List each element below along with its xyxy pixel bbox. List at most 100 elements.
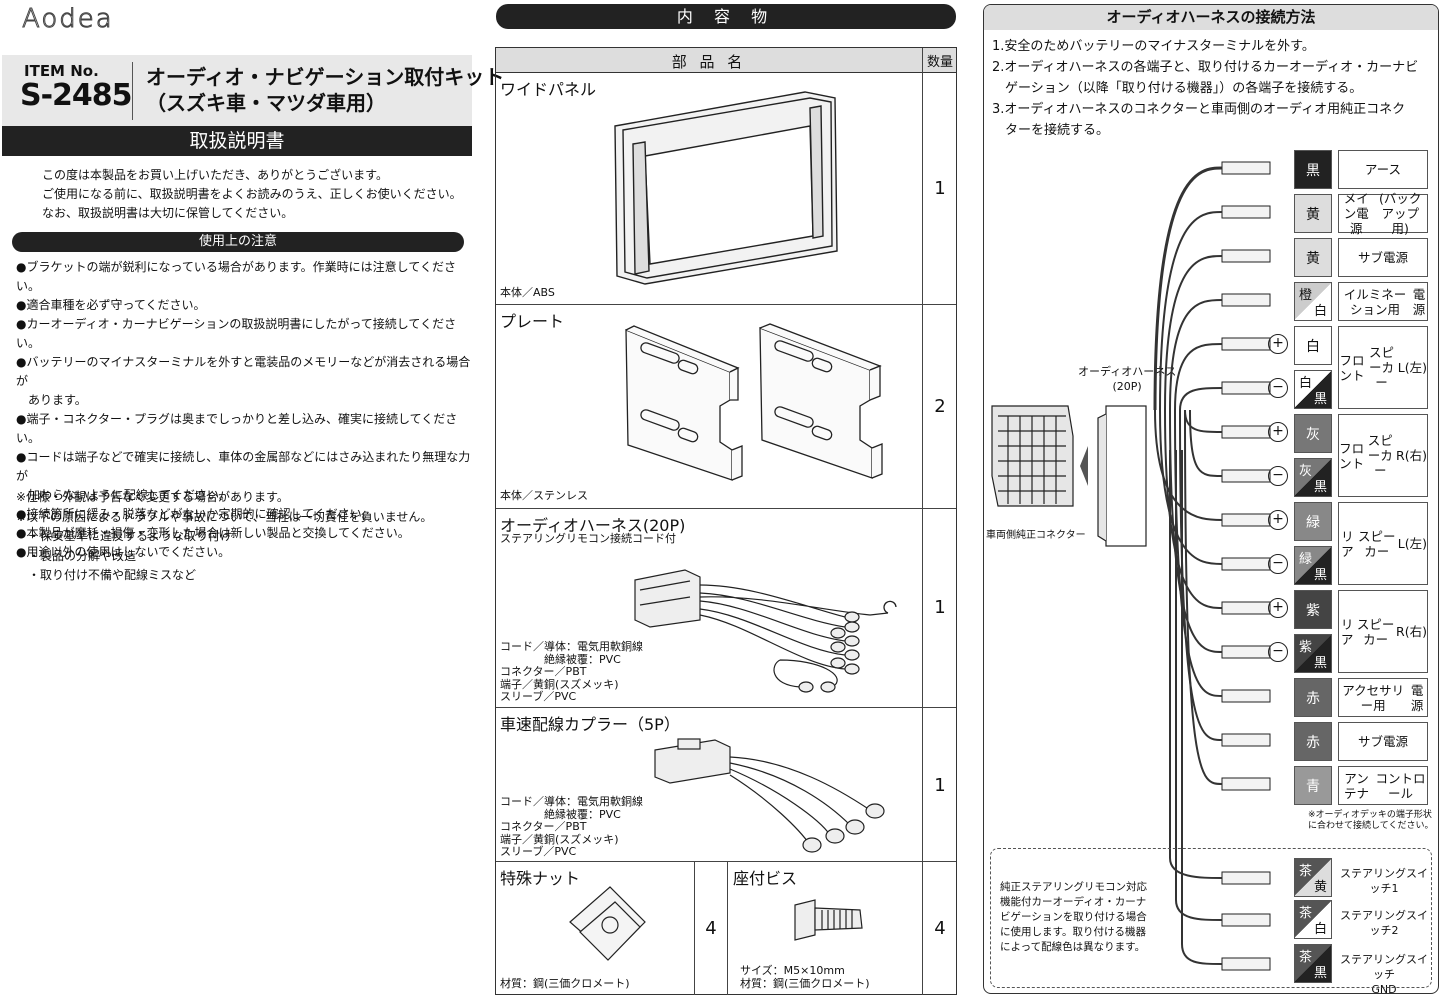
wire-terminal xyxy=(1221,293,1271,307)
caution-item: ●ブラケットの端が鋭利になっている場合があります。作業時には注意してください。 xyxy=(16,260,456,293)
wire-function-label: メイン電源(バックアップ用) xyxy=(1338,191,1428,236)
column-divider xyxy=(727,862,728,995)
caution-item: ●用途以外の使用はしないでください。 xyxy=(16,545,231,559)
polarity-sign: + xyxy=(1268,334,1288,354)
wire-function-label: サブ電源 xyxy=(1338,238,1428,277)
intro-line: ご使用になる前に、取扱説明書をよくお読みのうえ、正しくお使いください。 xyxy=(42,187,462,201)
step-line: ゲーション（以降「取り付ける機器」）の各端子を接続する。 xyxy=(992,81,1363,96)
material-line: コネクター／PBT xyxy=(500,820,587,833)
part-qty: 4 xyxy=(705,918,717,939)
steering-note-line: ビゲーションを取り付ける場合 xyxy=(1000,911,1147,923)
wire-color-secondary: 黒 xyxy=(1313,656,1327,671)
note-line: ※以下の原因によるトラブルや事故について、当社は一切責任を負いません。 xyxy=(16,509,433,524)
wire-color-swatch: 赤 xyxy=(1294,722,1332,761)
wire-color-swatch: 白黒 xyxy=(1294,370,1332,409)
wire-terminal xyxy=(1221,205,1271,219)
wire-terminal xyxy=(1221,381,1271,395)
wire-function-label: アンテナコントロール xyxy=(1338,766,1428,805)
harness-steps: 1.安全のためバッテリーのマイナスターミナルを外す。 2.オーディオハーネスの各… xyxy=(992,36,1432,141)
part-name: 車速配線カプラー（5P） xyxy=(500,715,680,734)
wire-function-text: リア xyxy=(1340,616,1354,647)
material-line: スリーブ／PVC xyxy=(500,690,577,703)
product-title-line2: （スズキ車・マツダ車用） xyxy=(146,91,386,115)
polarity-sign: + xyxy=(1268,422,1288,442)
wire-terminal xyxy=(1221,337,1271,351)
special-nut-image xyxy=(569,886,646,961)
wire-color-swatch: 青 xyxy=(1294,766,1332,805)
note-line: ・保安基準に違反するような取り付け xyxy=(16,529,233,543)
wire-color-primary: 茶 xyxy=(1299,950,1313,965)
caution-item: ●カーオーディオ・カーナビゲーションの取扱説明書にしたがって接続してください。 xyxy=(16,317,457,350)
wire-function-label: アクセサリー用電源 xyxy=(1338,678,1428,717)
wire-function-text: アンテナ xyxy=(1343,770,1369,801)
disclaimer-notes: ※仕様・外観は予告なく変更する場合があります。 ※以下の原因によるトラブルや事故… xyxy=(16,488,432,586)
polarity-sign: + xyxy=(1268,510,1288,530)
steering-remote-box xyxy=(990,848,1432,988)
audio-harness-image xyxy=(634,569,897,693)
material-line: 絶縁被覆：PVC xyxy=(500,807,621,821)
wire-color-swatch: 黒 xyxy=(1294,150,1332,189)
wire-color-swatch: 白 xyxy=(1294,326,1332,365)
polarity-sign: − xyxy=(1268,378,1288,398)
wire-color-swatch: 灰黒 xyxy=(1294,458,1332,497)
wire-terminal xyxy=(1221,557,1271,571)
note-line: ※仕様・外観は予告なく変更する場合があります。 xyxy=(16,490,289,504)
harness-label: オーディオハーネス (20P) xyxy=(1078,364,1176,394)
wire-color-secondary: 黄 xyxy=(1313,880,1327,895)
part-material: 本体／ABS xyxy=(500,286,555,299)
material-line: 端子／黄銅(スズメッキ) xyxy=(500,832,619,846)
wire-function-text: 電源 xyxy=(1410,682,1424,713)
wire-color-swatch: 緑黒 xyxy=(1294,546,1332,585)
intro-line: なお、取扱説明書は大切に保管してください。 xyxy=(42,206,294,220)
wire-line xyxy=(1164,409,1223,609)
wire-color-swatch: 黄 xyxy=(1294,194,1332,233)
wire-function-label: アース xyxy=(1338,150,1428,189)
wire-color-swatch: 灰 xyxy=(1294,414,1332,453)
wire-line xyxy=(1164,255,1223,411)
steering-function-text: GND xyxy=(1371,983,1397,996)
item-header xyxy=(2,55,472,127)
steering-function-text: ステアリングスイッチ2 xyxy=(1340,909,1428,937)
wire-function-text: スピーカー xyxy=(1368,345,1394,390)
wire-terminal xyxy=(1221,733,1271,747)
caution-item: 加わらないように配線してください。 xyxy=(16,488,232,502)
wire-drawing xyxy=(1153,161,1271,971)
caution-item: ●バッテリーのマイナスターミナルを外すと電装品のメモリーなどが消去される場合が xyxy=(16,355,471,388)
material-line: 絶縁被覆：PVC xyxy=(500,652,621,666)
harness-label-line: (20P) xyxy=(1112,380,1142,393)
column-divider xyxy=(922,862,923,995)
plate-image xyxy=(625,323,883,481)
wire-terminal xyxy=(1221,425,1271,439)
part-material-list: サイズ：M5×10mm 材質：鋼(三価クロメート) xyxy=(740,964,870,990)
wire-line xyxy=(1169,450,1223,879)
wire-terminal xyxy=(1221,469,1271,483)
wire-function-text: スピーカー xyxy=(1356,616,1395,647)
wire-terminal xyxy=(1221,161,1271,175)
caution-item: ●本製品が摩耗・損傷・変形した場合は新しい製品と交換してください。 xyxy=(16,526,410,540)
terminal-note: ※オーディオデッキの端子形状 に合わせて接続してください。 xyxy=(1308,810,1433,832)
wire-color-secondary: 黒 xyxy=(1313,480,1327,495)
wire-line xyxy=(1174,343,1223,411)
steering-function-label: ステアリングスイッチ1 xyxy=(1336,866,1432,896)
contents-heading: 内 容 物 xyxy=(496,4,956,29)
polarity-sign: − xyxy=(1268,466,1288,486)
note-line: ・製品の分解や改造 xyxy=(16,548,137,563)
wire-function-text: 電源 xyxy=(1412,286,1426,317)
part-qty: 1 xyxy=(934,597,946,618)
wire-function-text: (バックアップ用) xyxy=(1379,191,1422,236)
wire-terminal xyxy=(1221,249,1271,263)
wire-color-swatch: 茶黒 xyxy=(1294,944,1332,983)
vehicle-connector-label: 車両側純正コネクター xyxy=(986,530,1086,541)
wire-color-primary: 茶 xyxy=(1299,906,1313,921)
part-material-list: コード／導体：電気用軟銅線 絶縁被覆：PVC コネクター／PBT 端子／黄銅(ス… xyxy=(500,640,643,704)
material-line: 材質：鋼(三価クロメート) xyxy=(740,976,870,990)
material-line: コネクター／PBT xyxy=(500,665,587,678)
part-qty: 2 xyxy=(934,396,946,417)
manual-title: 取扱説明書 xyxy=(2,126,472,156)
step-line: ターを接続する。 xyxy=(992,123,1110,138)
wire-line xyxy=(1184,409,1223,785)
steering-note-line: 純正ステアリングリモコン対応 xyxy=(1000,881,1147,893)
wire-function-text: スピーカー xyxy=(1367,433,1393,478)
